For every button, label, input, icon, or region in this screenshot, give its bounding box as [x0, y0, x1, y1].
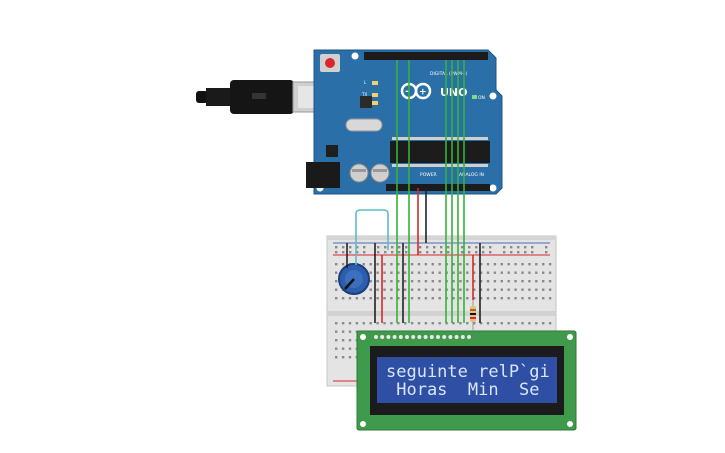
power-analog-header[interactable]: [386, 184, 490, 191]
usb-chip: [360, 96, 372, 108]
digital-pin-header[interactable]: [364, 52, 488, 60]
capacitor: [370, 163, 390, 183]
voltage-regulator: [326, 145, 338, 157]
board-brand-label: UNO: [440, 86, 468, 99]
atmega-chip: [390, 141, 490, 163]
svg-text:L: L: [364, 80, 367, 85]
capacitor: [349, 163, 369, 183]
lcd-screen: [377, 357, 557, 403]
on-led-label: ON: [478, 95, 485, 101]
svg-text:+: +: [419, 88, 427, 98]
power-jack[interactable]: [306, 162, 340, 188]
svg-text:TX: TX: [361, 92, 367, 97]
wires[interactable]: [346, 60, 481, 323]
lcd-line-1: seguinte relP`gi: [386, 362, 550, 382]
arduino-uno-board[interactable]: - + UNO DIGITAL (PWM~) ON L TX RX: [306, 49, 503, 195]
wire-cyan: [355, 209, 389, 265]
analog-label: ANALOG IN: [459, 172, 484, 178]
crystal-oscillator: [345, 118, 383, 132]
lcd-pin-header[interactable]: [374, 335, 471, 339]
resistor[interactable]: [470, 300, 476, 330]
on-led: [472, 95, 477, 99]
lcd-line-2: Horas Min Se: [386, 380, 540, 400]
lcd-module[interactable]: seguinte relP`gi Horas Min Se: [356, 330, 577, 431]
potentiometer[interactable]: [338, 263, 370, 295]
ic-pins: [392, 137, 488, 167]
digital-header-label: DIGITAL (PWM~): [430, 71, 468, 77]
power-label: POWER: [420, 172, 437, 178]
svg-text:-: -: [405, 87, 409, 97]
